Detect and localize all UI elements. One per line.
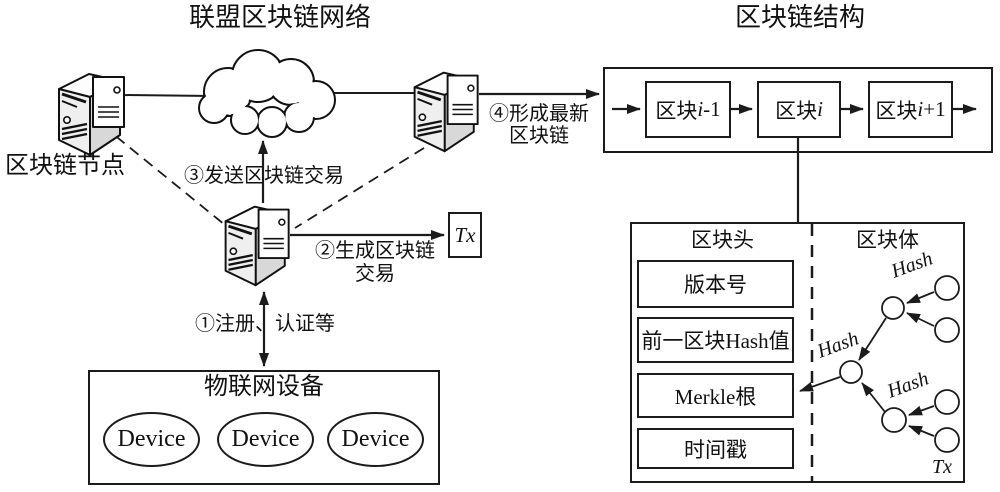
device-label: Device xyxy=(117,426,186,452)
network-cloud-icon xyxy=(198,49,336,138)
merkle-tree xyxy=(799,275,960,453)
link-left-node-cloud xyxy=(121,94,213,97)
structure-section-title: 区块链结构 xyxy=(734,3,865,32)
device-ellipse-2: Device xyxy=(217,412,314,467)
block-detail-box xyxy=(630,222,965,483)
field-label: Merkle根 xyxy=(674,384,757,409)
server-icon-center xyxy=(224,205,291,287)
device-ellipse-1: Device xyxy=(103,412,200,467)
merkle-leaf-1 xyxy=(934,275,960,301)
field-prev-hash: 前一区块Hash值 xyxy=(637,317,794,363)
server-icon-right xyxy=(413,71,480,153)
merkle-hash-node-top xyxy=(881,296,905,320)
field-label: 前一区块Hash值 xyxy=(641,329,790,353)
blockchain-node-label: 区块链节点 xyxy=(5,153,125,179)
network-links xyxy=(101,92,425,230)
merkle-tree-arrows xyxy=(799,291,935,437)
device-label: Device xyxy=(231,426,300,452)
device-ellipse-3: Device xyxy=(327,412,424,467)
merkle-leaf-4 xyxy=(934,427,960,453)
step2-label-line1: ②生成区块链 xyxy=(315,240,435,262)
step3-label: ③发送区块链交易 xyxy=(184,165,344,187)
iot-devices-title: 物联网设备 xyxy=(204,374,324,400)
block-label: 区块 xyxy=(655,98,698,123)
block-header-title: 区块头 xyxy=(691,228,754,252)
tx-box-label: Tx xyxy=(454,222,476,247)
blockchain-outer-box xyxy=(603,67,993,153)
flow-arrows xyxy=(258,89,600,367)
device-label: Device xyxy=(341,426,410,452)
merkle-leaf-2 xyxy=(934,317,960,343)
step4-label-line1: ④形成最新 xyxy=(489,103,589,125)
field-version: 版本号 xyxy=(637,260,794,308)
step4-label-line2: 区块链 xyxy=(509,125,569,147)
field-label: 时间戳 xyxy=(684,437,747,462)
block-op: +1 xyxy=(923,97,946,121)
block-op: -1 xyxy=(703,97,721,121)
network-section-title: 联盟区块链网络 xyxy=(188,3,371,32)
block-label: 区块 xyxy=(875,98,918,123)
merkle-leaf-3 xyxy=(934,389,960,415)
link-left-node-center-dashed xyxy=(101,124,231,230)
block-index: i xyxy=(817,97,823,121)
field-merkle-root: Merkle根 xyxy=(637,373,794,418)
merkle-root-node xyxy=(839,360,863,384)
tree-tx-label: Tx xyxy=(932,456,952,478)
field-timestamp: 时间戳 xyxy=(637,428,794,469)
field-label: 版本号 xyxy=(684,273,747,297)
block-label: 区块 xyxy=(775,98,818,123)
step2-label-line2: 交易 xyxy=(355,263,395,285)
block-index: i xyxy=(917,97,924,121)
link-right-node-center-dashed xyxy=(294,147,425,229)
step1-label: ①注册、认证等 xyxy=(195,313,335,335)
block-index: i xyxy=(697,97,704,121)
tx-box: Tx xyxy=(448,212,482,258)
server-icon-left xyxy=(57,72,126,157)
merkle-hash-node-bottom xyxy=(881,407,907,433)
block-body-title: 区块体 xyxy=(856,228,919,252)
merkle-tree-nodes xyxy=(839,275,960,453)
iot-devices-box xyxy=(88,370,440,485)
